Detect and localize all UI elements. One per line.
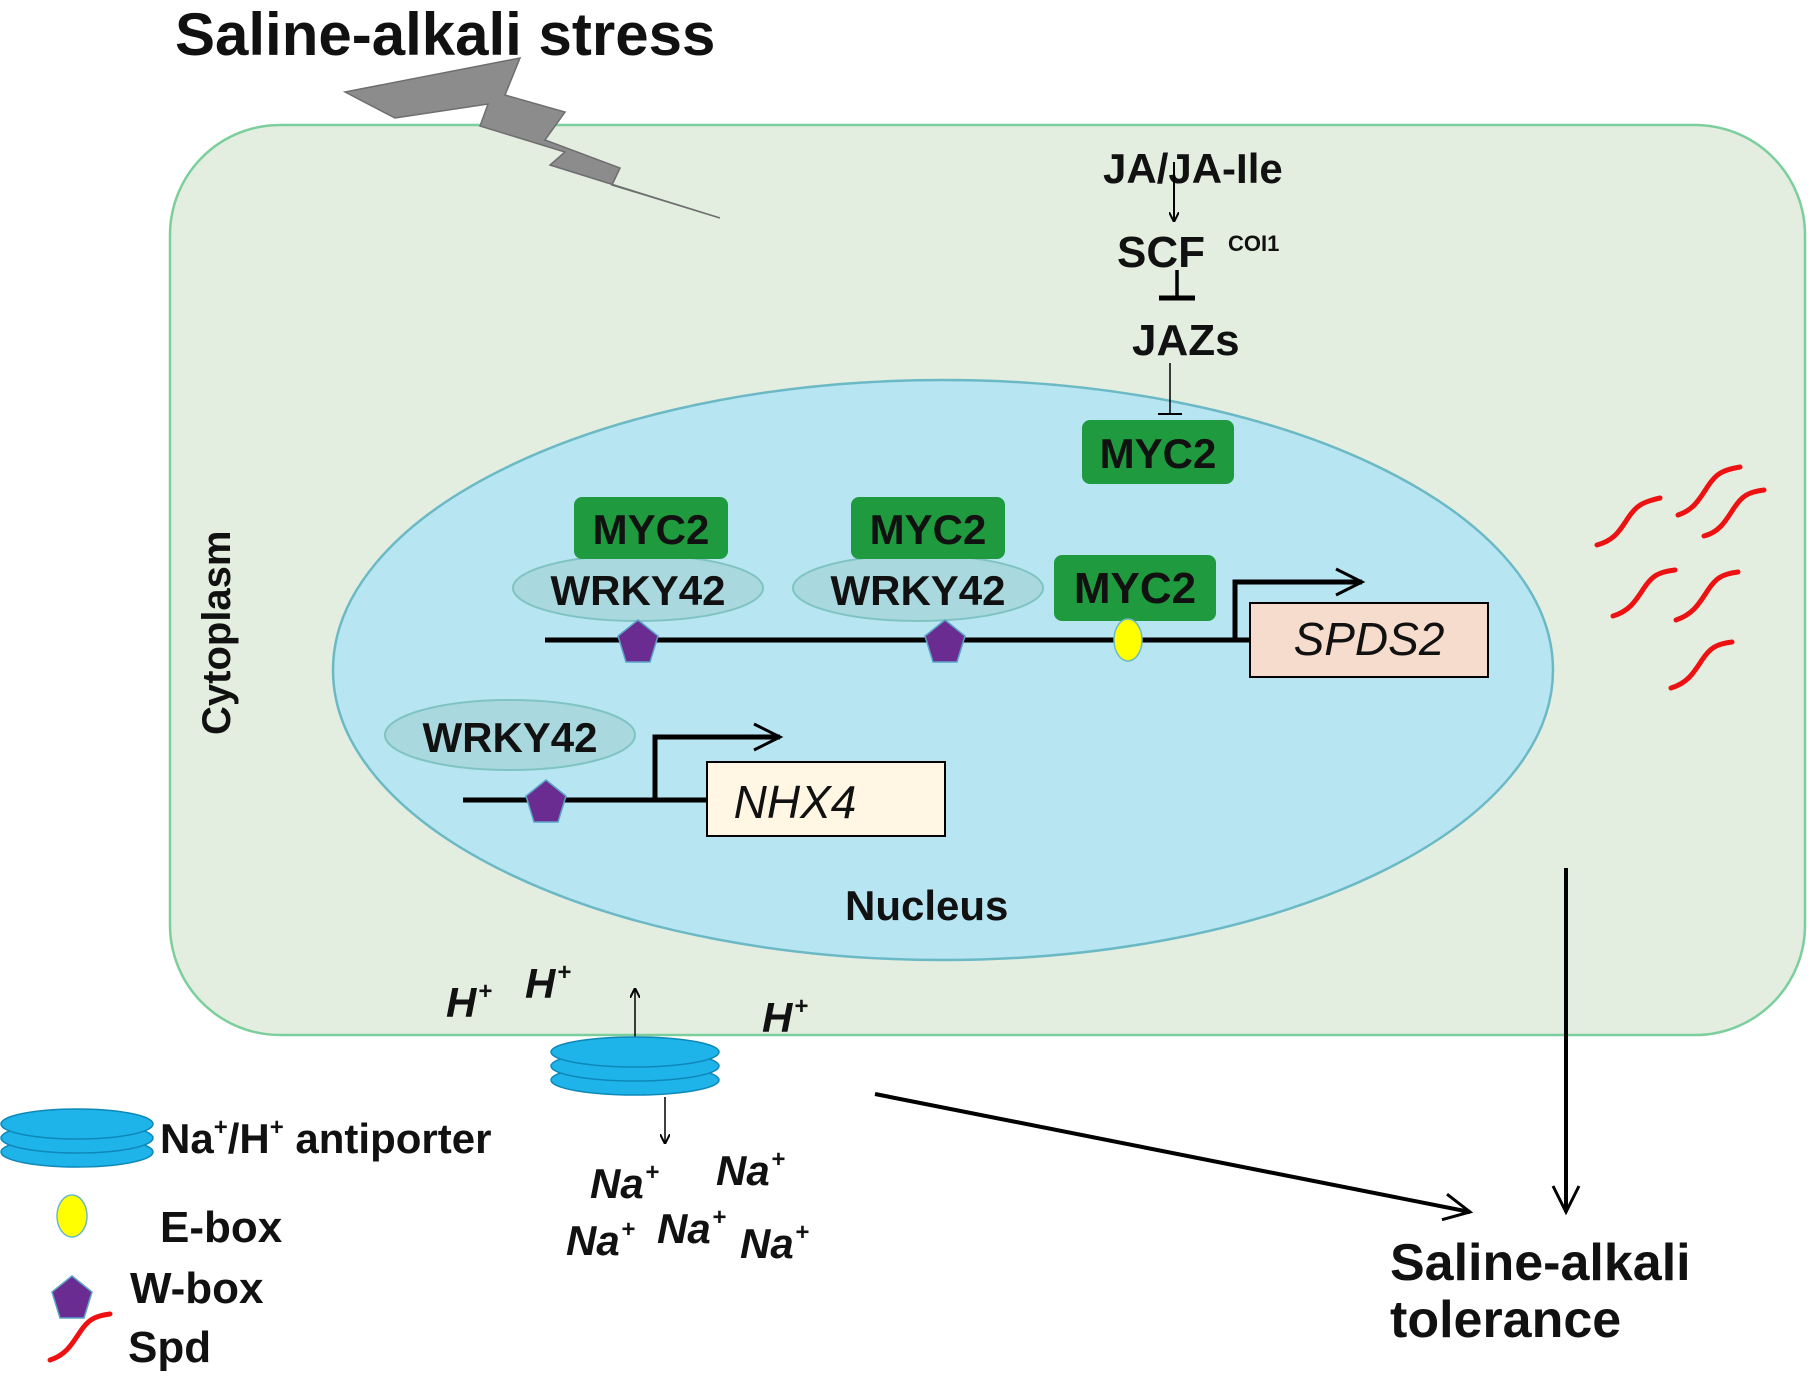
spd-icon-1 — [1594, 495, 1663, 548]
svg-text:+: + — [478, 978, 492, 1005]
myc2-label-2: MYC2 — [870, 506, 987, 553]
svg-text:Na: Na — [566, 1217, 620, 1264]
wrky42-label-3: WRKY42 — [422, 714, 597, 761]
myc2-label-3: MYC2 — [1074, 564, 1196, 613]
spd-icon-2 — [1675, 464, 1743, 518]
svg-text:+: + — [794, 993, 808, 1020]
svg-text:H: H — [525, 960, 557, 1007]
h-ion-3: H + — [762, 993, 808, 1041]
spd-cluster — [1594, 464, 1767, 691]
na-ion-5: Na + — [740, 1219, 809, 1267]
svg-text:Na: Na — [716, 1147, 770, 1194]
jazs-label: JAZs — [1132, 316, 1240, 365]
h-ion-2: H + — [525, 959, 571, 1007]
antiporter-icon — [550, 1036, 720, 1096]
e-box-icon — [1113, 618, 1143, 662]
svg-text:+: + — [621, 1216, 635, 1243]
svg-text:+: + — [557, 959, 571, 986]
outcome-line-1: Saline-alkali — [1390, 1234, 1691, 1292]
nhx4-tss-arrow — [652, 722, 784, 800]
wrky42-label-1: WRKY42 — [550, 567, 725, 614]
svg-text:+: + — [645, 1159, 659, 1186]
ja-ile-label: JA/JA-Ile — [1103, 145, 1283, 192]
legend-e-box-icon — [56, 1194, 88, 1238]
spd-icon-3 — [1701, 487, 1767, 539]
w-box-icon-3 — [525, 779, 567, 823]
outcome-line-2: tolerance — [1390, 1291, 1621, 1349]
spds2-gene-box — [1249, 602, 1489, 678]
wrky42-ellipse-3 — [384, 699, 636, 771]
svg-text:+: + — [712, 1204, 726, 1231]
wrky42-label-2: WRKY42 — [830, 567, 1005, 614]
legend-antiporter-label: Na+/H+ antiporter — [160, 1114, 491, 1162]
nhx4-gene-label: NHX4 — [734, 776, 857, 828]
legend-w-box-label: W-box — [130, 1264, 264, 1313]
svg-text:Na: Na — [740, 1220, 794, 1267]
myc2-box-free — [1082, 420, 1234, 484]
legend-spd-icon — [47, 1311, 113, 1363]
myc2-label-1: MYC2 — [593, 506, 710, 553]
antiporter-to-tolerance-arrow — [874, 1092, 1474, 1222]
myc2-box-1 — [574, 497, 728, 559]
w-box-icon-2 — [924, 619, 966, 663]
svg-text:Na: Na — [657, 1205, 711, 1252]
h-ion-1: H + — [446, 978, 492, 1026]
spds2-gene-label: SPDS2 — [1294, 613, 1445, 665]
svg-text:H: H — [762, 994, 794, 1041]
na-ion-2: Na + — [716, 1146, 785, 1194]
myc2-box-3 — [1054, 555, 1216, 621]
spd-icon-4 — [1610, 567, 1678, 619]
svg-text:+: + — [771, 1146, 785, 1173]
title: Saline-alkali stress — [175, 1, 715, 68]
spd-icon-5 — [1673, 569, 1741, 623]
cytoplasm-label: Cytoplasm — [195, 531, 239, 736]
na-ion-4: Na + — [657, 1204, 726, 1252]
na-ion-3: Na + — [566, 1216, 635, 1264]
nucleus-label: Nucleus — [845, 882, 1008, 929]
spd-icon-6 — [1668, 639, 1735, 691]
myc2-box-2 — [851, 497, 1005, 559]
legend-e-box-label: E-box — [160, 1203, 283, 1252]
na-ion-1: Na + — [590, 1159, 659, 1207]
legend: Na+/H+ antiporter E-box W-box Spd — [0, 1108, 491, 1372]
coi1-superscript: COI1 — [1228, 231, 1279, 256]
myc2-label-free: MYC2 — [1100, 430, 1217, 477]
scf-label: SCF — [1117, 228, 1205, 277]
spds2-tss-arrow — [1232, 567, 1366, 640]
svg-text:Na: Na — [590, 1160, 644, 1207]
legend-w-box-icon — [51, 1275, 93, 1319]
w-box-icon-1 — [617, 619, 659, 663]
svg-text:+: + — [795, 1219, 809, 1246]
svg-text:H: H — [446, 979, 478, 1026]
nhx4-gene-box — [706, 761, 946, 837]
legend-spd-label: Spd — [128, 1323, 211, 1372]
legend-antiporter-icon — [0, 1108, 154, 1168]
lightning-bolt-icon — [342, 56, 721, 219]
